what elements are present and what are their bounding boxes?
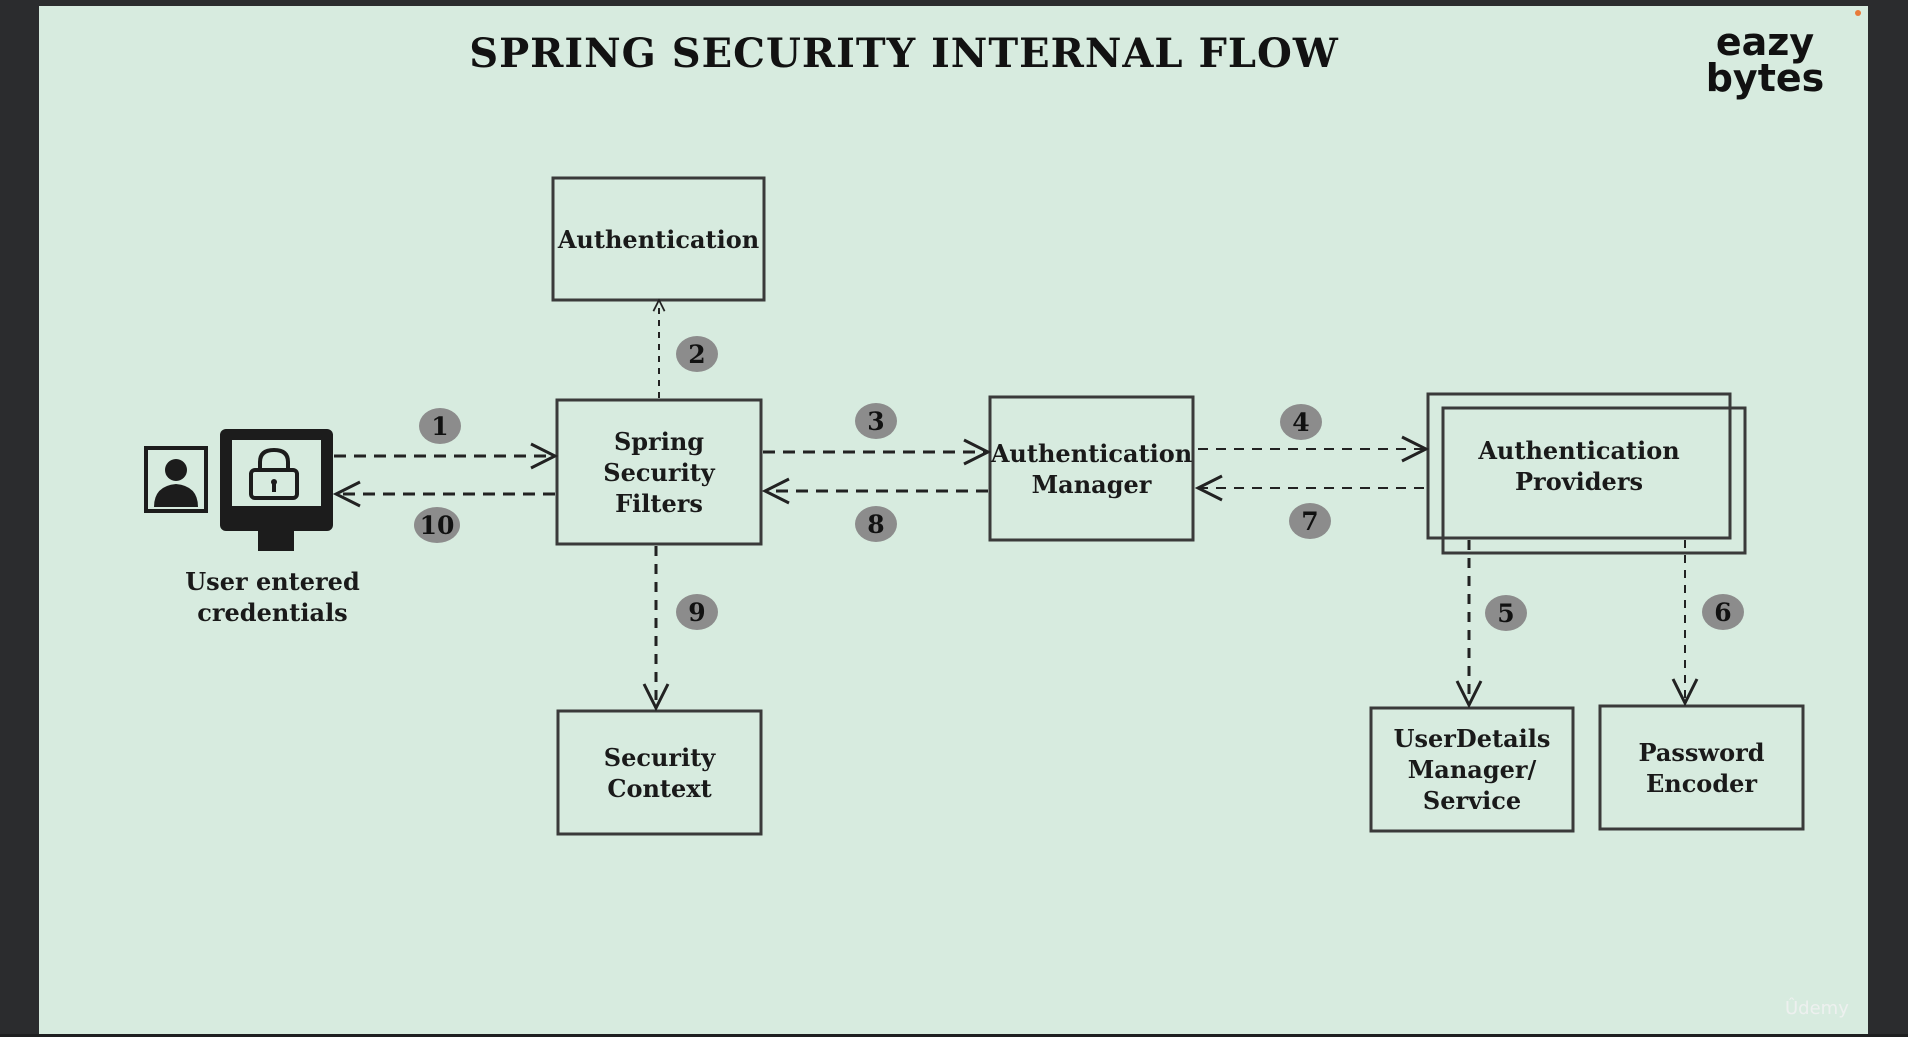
step-badge-5: 5 xyxy=(1485,595,1527,631)
password-encoder-label: Password Encoder xyxy=(1638,737,1765,798)
step-badge-1: 1 xyxy=(419,408,461,444)
logo-line-2: bytes xyxy=(1705,56,1825,100)
filters-box xyxy=(555,398,763,546)
step-badge-10: 10 xyxy=(414,507,460,543)
udemy-watermark: Ûdemy xyxy=(1785,998,1849,1019)
security-context-label: Security Context xyxy=(603,742,716,803)
logo-line-1: eazy xyxy=(1715,20,1815,64)
password-encoder-box xyxy=(1598,704,1805,831)
providers-box-front xyxy=(1426,392,1732,540)
lock-monitor-icon xyxy=(220,429,333,551)
step-badge-8: 8 xyxy=(855,506,897,542)
eazybytes-logo: eazy bytes xyxy=(1695,20,1835,100)
authentication-label: Authentication xyxy=(557,224,760,254)
slide xyxy=(39,6,1868,1034)
recording-indicator xyxy=(1855,10,1861,16)
providers-box-back xyxy=(1441,406,1747,555)
user-caption: User entered credentials xyxy=(185,567,360,627)
step-badge-4: 4 xyxy=(1280,404,1322,440)
manager-box xyxy=(988,395,1195,542)
step-badge-6: 6 xyxy=(1702,594,1744,630)
step-badge-7: 7 xyxy=(1289,503,1331,539)
step-badge-3: 3 xyxy=(855,403,897,439)
security-context-box xyxy=(556,709,763,836)
user-avatar-icon xyxy=(144,446,208,513)
manager-label: Authentication Manager xyxy=(990,438,1193,499)
page-title: SPRING SECURITY INTERNAL FLOW xyxy=(469,30,1339,77)
bottom-bar xyxy=(0,1034,1908,1037)
step-badge-2: 2 xyxy=(676,336,718,372)
providers-label: Authentication Providers xyxy=(1478,436,1680,496)
user-details-label: UserDetails Manager/ Service xyxy=(1393,724,1551,815)
filters-label: Spring Security Filters xyxy=(603,426,715,518)
step-badge-9: 9 xyxy=(676,594,718,630)
user-details-box xyxy=(1369,706,1575,833)
